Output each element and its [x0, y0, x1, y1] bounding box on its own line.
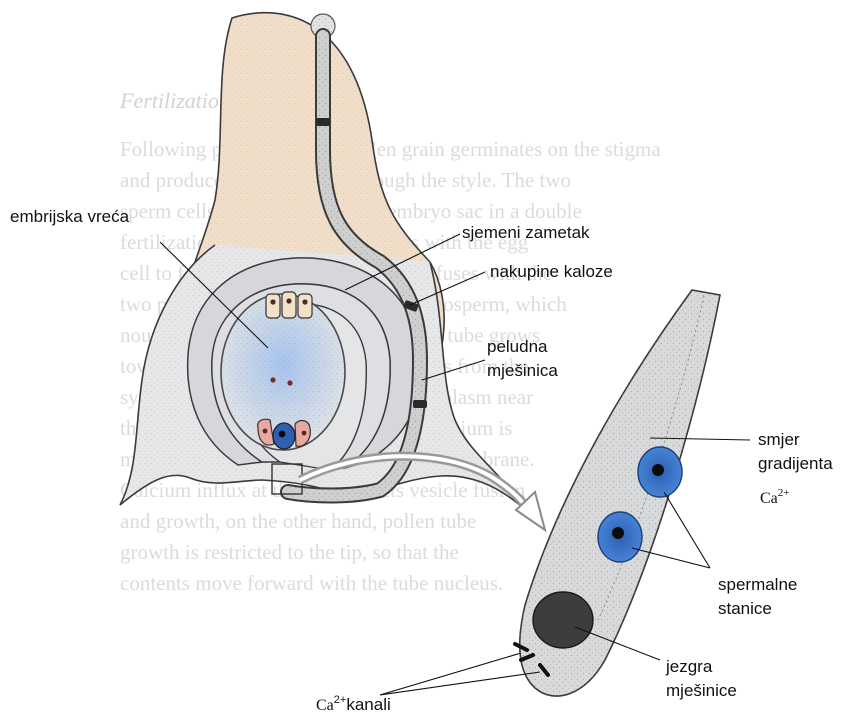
label-calcium-base: Ca: [760, 490, 778, 507]
label-gradient-line2: gradijenta: [758, 452, 833, 476]
label-tube-nucleus: jezgra mješinice: [666, 655, 737, 703]
label-pollen-tube-line2: mješinica: [487, 359, 558, 383]
label-tube-nucleus-line1: jezgra: [666, 655, 737, 679]
label-gradient: smjer gradijenta: [758, 428, 833, 476]
tube-nucleus: [533, 592, 593, 648]
label-calcium-sup: 2+: [778, 487, 790, 499]
label-channels-base: Ca: [316, 697, 334, 714]
label-calcium-channels: Ca2+kanali: [316, 693, 391, 718]
antipodal-cells: [266, 292, 312, 318]
polar-nucleus: [270, 377, 275, 382]
label-channels-sup: 2+: [334, 694, 347, 706]
egg-apparatus: [258, 419, 311, 449]
label-sperm-line2: stanice: [718, 597, 797, 621]
label-tube-nucleus-line2: mješinice: [666, 679, 737, 703]
label-gradient-line1: smjer: [758, 428, 833, 452]
polar-nucleus: [287, 380, 292, 385]
label-embryo-sac: embrijska vreća: [10, 205, 129, 229]
label-calcium: Ca2+: [760, 487, 790, 511]
label-sperm-line1: spermalne: [718, 573, 797, 597]
label-channels-word: kanali: [346, 695, 390, 714]
label-ovule: sjemeni zametak: [462, 221, 590, 245]
label-pollen-tube-line1: peludna: [487, 335, 558, 359]
label-pollen-tube: peludna mješinica: [487, 335, 558, 383]
label-sperm-cells: spermalne stanice: [718, 573, 797, 621]
label-callose-plugs: nakupine kaloze: [490, 260, 613, 284]
